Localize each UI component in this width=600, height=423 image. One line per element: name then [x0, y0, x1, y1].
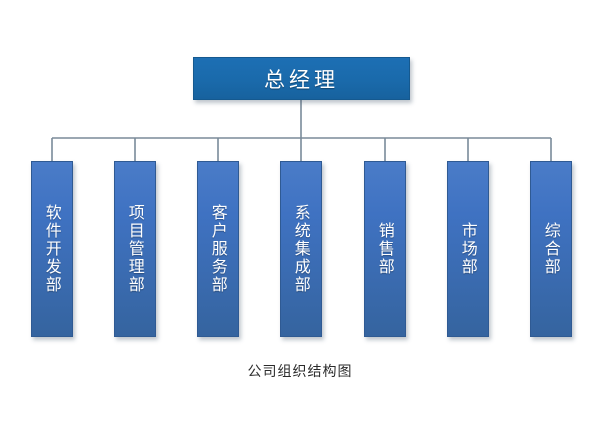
node-general-manager[interactable]: 总经理 — [193, 57, 410, 100]
node-sales-label: 销售部 — [375, 222, 395, 276]
node-general-manager-label: 总经理 — [264, 67, 339, 92]
node-system-integration-label: 系统集成部 — [291, 204, 311, 294]
node-general-affairs[interactable]: 综合部 — [530, 161, 572, 337]
node-software-development[interactable]: 软件开发部 — [31, 161, 73, 337]
node-marketing[interactable]: 市场部 — [447, 161, 489, 337]
node-sales[interactable]: 销售部 — [364, 161, 406, 337]
node-customer-service[interactable]: 客户服务部 — [197, 161, 239, 337]
node-customer-service-label: 客户服务部 — [208, 204, 228, 294]
node-project-management-label: 项目管理部 — [125, 204, 145, 294]
node-project-management[interactable]: 项目管理部 — [114, 161, 156, 337]
node-marketing-label: 市场部 — [458, 222, 478, 276]
diagram-caption: 公司组织结构图 — [247, 364, 353, 380]
node-system-integration[interactable]: 系统集成部 — [280, 161, 322, 337]
node-general-affairs-label: 综合部 — [541, 222, 561, 276]
node-software-development-label: 软件开发部 — [42, 204, 62, 294]
